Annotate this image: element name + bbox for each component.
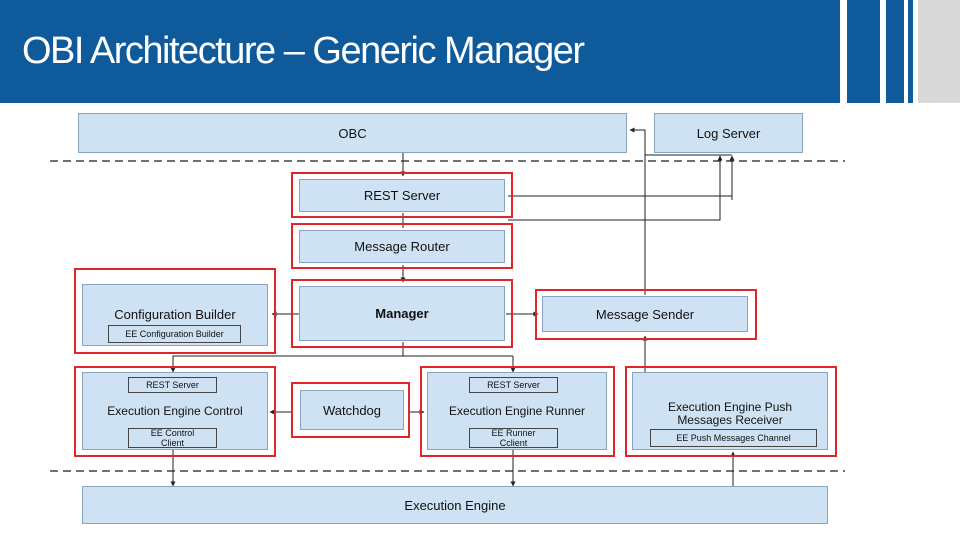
rest-server-label: REST Server <box>363 188 441 203</box>
highlight-watchdog <box>291 382 410 438</box>
header-stripe <box>847 0 880 103</box>
watchdog-label: Watchdog <box>322 402 382 418</box>
ee-control-client-box: EE Control Client <box>128 428 217 448</box>
rest-server-box: REST Server <box>299 179 505 212</box>
highlight-push-messages-receiver <box>625 366 837 457</box>
ee-configuration-builder-box: EE Configuration Builder <box>108 325 241 343</box>
ee-control-client-label: EE Control Client <box>150 428 195 448</box>
manager-box: Manager <box>299 286 505 341</box>
header-stripe <box>908 0 913 103</box>
message-sender-box: Message Sender <box>542 296 748 332</box>
control-rest-server-box: REST Server <box>128 377 217 393</box>
obc-label: OBC <box>338 125 367 141</box>
ee-runner-client-label: EE Runner Cclient <box>491 428 536 448</box>
header-stripe-light <box>918 0 960 103</box>
log-server-label: Log Server <box>696 125 761 141</box>
slide-title: OBI Architecture – Generic Manager <box>22 30 585 72</box>
ee-runner-client-box: EE Runner Cclient <box>469 428 558 448</box>
execution-engine-label: Execution Engine <box>404 497 506 513</box>
manager-label: Manager <box>375 306 429 321</box>
obc-box: OBC <box>78 113 627 153</box>
execution-engine-control-label: Execution Engine Control <box>107 404 243 418</box>
control-rest-server-label: REST Server <box>146 380 199 390</box>
message-router-box: Message Router <box>299 230 505 263</box>
push-messages-receiver-label: Execution Engine Push Messages Receiver <box>667 400 793 427</box>
header-stripe <box>886 0 904 103</box>
runner-rest-server-label: REST Server <box>487 380 540 390</box>
message-router-label: Message Router <box>354 239 450 254</box>
highlight-configuration-builder <box>74 268 276 354</box>
highlight-message-sender <box>535 289 757 340</box>
ee-push-messages-channel-box: EE Push Messages Channel <box>650 429 817 447</box>
highlight-manager <box>291 279 513 348</box>
log-server-box: Log Server <box>654 113 803 153</box>
runner-rest-server-box: REST Server <box>469 377 558 393</box>
highlight-execution-engine-control <box>74 366 276 457</box>
ee-configuration-builder-label: EE Configuration Builder <box>125 329 224 339</box>
highlight-message-router <box>291 223 513 269</box>
highlight-execution-engine-runner <box>420 366 615 457</box>
execution-engine-box: Execution Engine <box>82 486 828 524</box>
message-sender-label: Message Sender <box>595 306 695 322</box>
ee-push-messages-channel-label: EE Push Messages Channel <box>676 433 791 443</box>
watchdog-box: Watchdog <box>300 390 404 430</box>
execution-engine-runner-label: Execution Engine Runner <box>448 404 586 418</box>
highlight-rest-server <box>291 172 513 218</box>
configuration-builder-label: Configuration Builder <box>114 307 236 322</box>
slide-header: OBI Architecture – Generic Manager <box>0 0 840 103</box>
